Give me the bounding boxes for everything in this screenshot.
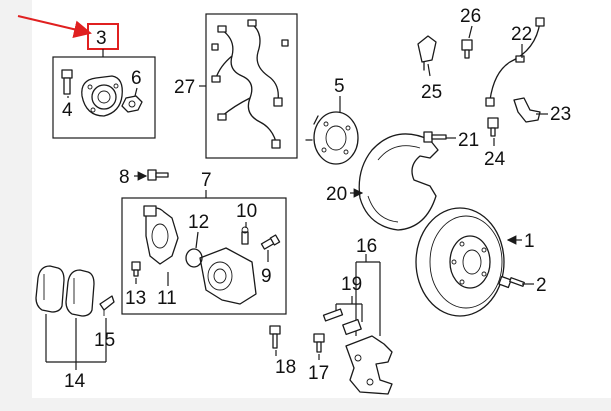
red-arrow-icon	[17, 15, 92, 39]
callout-14[interactable]: 14	[64, 371, 86, 392]
callout-10[interactable]: 10	[236, 201, 257, 222]
callout-12[interactable]: 12	[188, 212, 209, 233]
shield-bolt-icon	[423, 131, 447, 143]
callout-2[interactable]: 2	[536, 275, 547, 296]
callout-3[interactable]: 3	[96, 28, 107, 49]
callout-23[interactable]: 23	[550, 104, 571, 125]
brake-pads-icon	[35, 265, 95, 317]
brake-caliper-icon	[143, 205, 257, 305]
callout-5[interactable]: 5	[334, 76, 345, 97]
brake-rotor-icon	[415, 207, 505, 317]
rotor-screw-icon	[498, 275, 525, 289]
callout-4[interactable]: 4	[62, 100, 73, 121]
callout-22[interactable]: 22	[511, 24, 532, 45]
diagram-panel	[32, 0, 611, 398]
guide-pins-icon	[322, 308, 362, 336]
callout-19[interactable]: 19	[341, 274, 362, 295]
callout-11[interactable]: 11	[157, 288, 177, 309]
callout-20[interactable]: 20	[326, 184, 347, 205]
brake-hose-icon	[485, 17, 545, 107]
dust-shield-icon	[358, 133, 439, 231]
abs-sensor-icon	[417, 35, 437, 71]
guide-pin-icon	[260, 234, 281, 250]
bleeder-screw-icon	[131, 261, 141, 277]
caliper-bracket-icon	[345, 335, 393, 395]
callout-17[interactable]: 17	[308, 363, 329, 384]
bracket-bolt-long-icon	[269, 325, 281, 349]
wire-harness-icon	[211, 19, 289, 149]
hose-bracket-icon	[513, 97, 541, 123]
callout-18[interactable]: 18	[275, 357, 296, 378]
callout-26[interactable]: 26	[460, 6, 481, 27]
callout-25[interactable]: 25	[421, 82, 442, 103]
callout-7[interactable]: 7	[201, 170, 212, 191]
callout-24[interactable]: 24	[484, 149, 506, 170]
callout-1[interactable]: 1	[524, 231, 535, 252]
bracket-bolt-icon	[487, 117, 499, 137]
hub-bolt-icon	[61, 69, 73, 95]
callout-9[interactable]: 9	[261, 266, 272, 287]
callout-6[interactable]: 6	[131, 68, 142, 89]
hub-assembly-group: 4 6	[52, 49, 156, 139]
hub-nut-icon	[121, 95, 143, 113]
callout-27[interactable]: 27	[174, 77, 195, 98]
wiring-harness-group: 27	[174, 13, 298, 159]
hub-flange-icon	[305, 111, 359, 165]
callout-13[interactable]: 13	[125, 288, 146, 309]
pad-clip-icon	[99, 295, 115, 316]
callout-21[interactable]: 21	[458, 130, 479, 151]
bracket-bolt-short-icon	[313, 333, 325, 353]
bleeder-cap-icon	[241, 226, 249, 245]
callout-8[interactable]: 8	[119, 167, 130, 188]
sensor-bolt-icon	[461, 39, 473, 59]
wheel-hub-icon	[81, 75, 123, 117]
caliper-bolt-icon	[147, 169, 169, 181]
callout-16[interactable]: 16	[356, 236, 377, 257]
caliper-group-box	[121, 197, 287, 315]
callout-15[interactable]: 15	[94, 330, 115, 351]
